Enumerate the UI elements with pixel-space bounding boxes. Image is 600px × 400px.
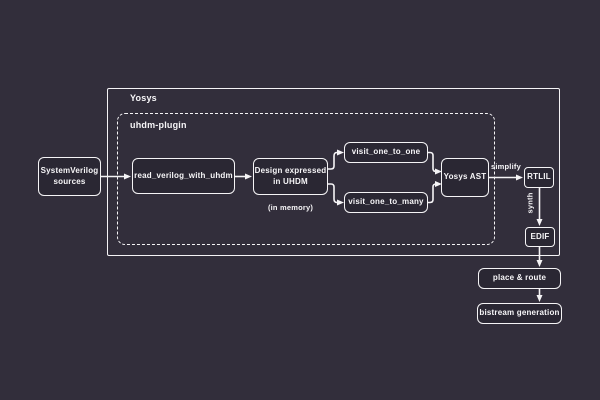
node-systemverilog-sources: SystemVerilog sources	[38, 157, 101, 196]
node-visit-one-to-one: visit_one_to_one	[344, 142, 428, 163]
node-yosys-ast: Yosys AST	[441, 158, 489, 197]
node-visit-one-to-many: visit_one_to_many	[344, 192, 428, 213]
node-design-expressed-in-uhdm: Design expressed in UHDM	[253, 158, 328, 195]
uhdm-plugin-container	[117, 113, 495, 245]
uhdm-plugin-container-label: uhdm-plugin	[130, 120, 187, 130]
node-rtlil: RTLIL	[524, 167, 554, 188]
node-read-verilog-with-uhdm: read_verilog_with_uhdm	[132, 158, 235, 194]
yosys-container	[107, 88, 560, 256]
edge-label-simplify: simplify	[491, 162, 521, 171]
yosys-container-label: Yosys	[130, 93, 157, 103]
node-bitstream-generation: bistream generation	[477, 303, 562, 324]
node-place-and-route: place & route	[478, 268, 561, 289]
node-edif: EDIF	[525, 227, 555, 247]
edge-label-synth: synth	[525, 192, 535, 214]
in-memory-note: (in memory)	[267, 203, 314, 212]
